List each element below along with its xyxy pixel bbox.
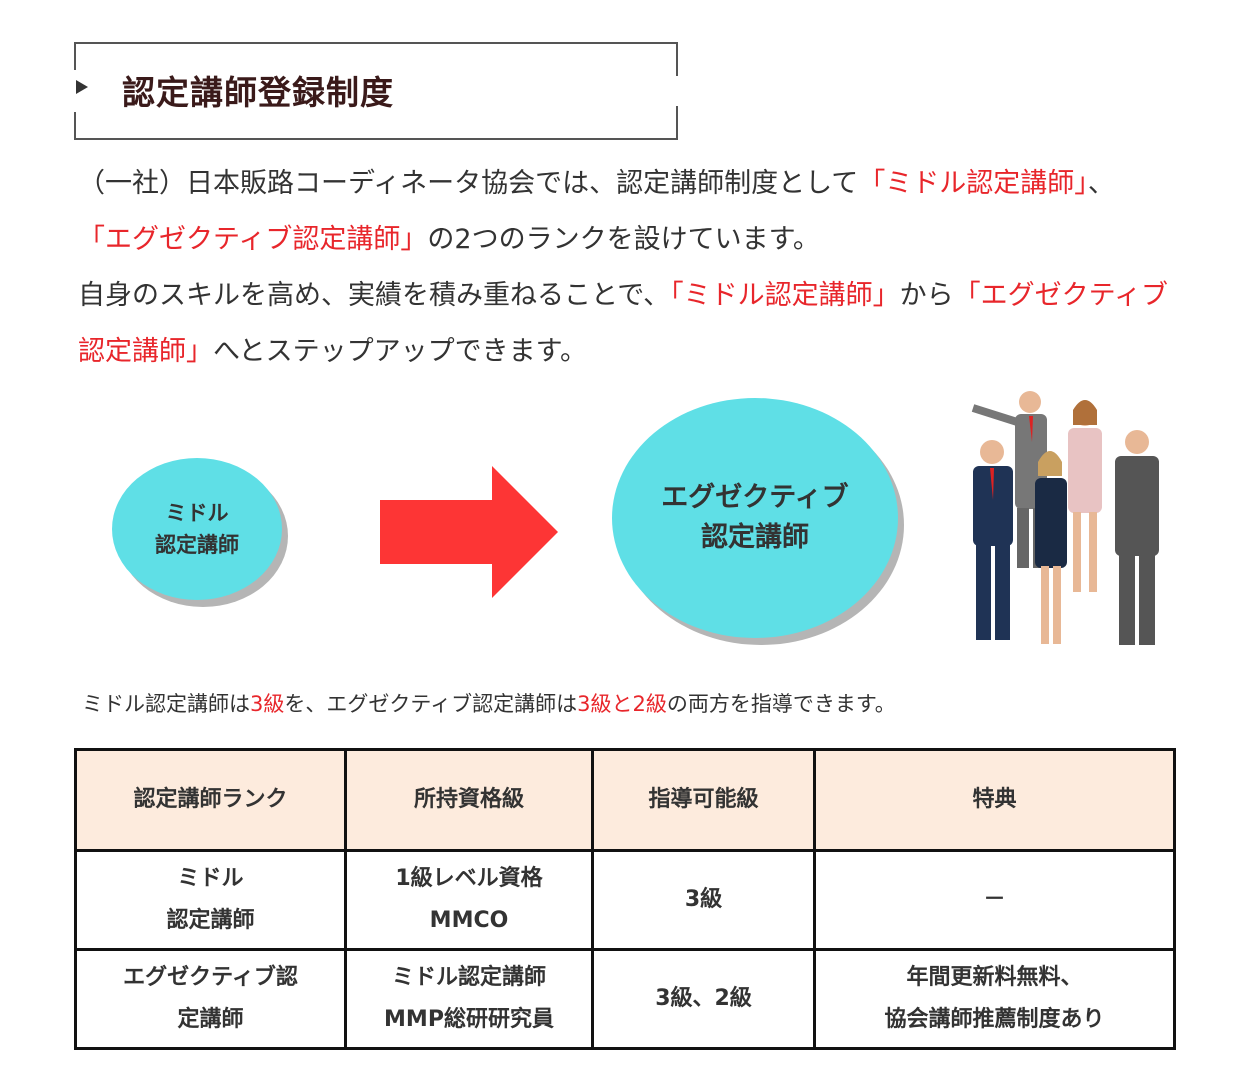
executive-instructor-circle: エグゼクティブ認定講師 [612,398,898,638]
triangle-bullet-icon [76,80,88,94]
step-up-arrow-icon [380,466,558,598]
intro-paragraph: （一社）日本販路コーディネータ協会では、認定講師制度として「ミドル認定講師」、 … [78,168,1168,367]
table-cell: ミドル認定講師 [74,849,347,951]
column-header: 所持資格級 [344,748,594,852]
teaching-scope-note: ミドル認定講師は3級を、エグゼクティブ認定講師は3級と2級の両方を指導できます。 [82,692,896,716]
page-title: 認定講師登録制度 [122,73,394,112]
table-header-row: 認定講師ランク 所持資格級 指導可能級 特典 [74,748,1176,852]
table-cell: 3級 [591,849,816,951]
table-cell: エグゼクティブ認定講師 [74,948,347,1050]
section-heading-box: 認定講師登録制度 [74,42,678,140]
table-cell: － [813,849,1176,951]
business-people-illustration [971,391,1159,645]
middle-instructor-circle: ミドル認定講師 [112,458,282,600]
table-cell: 3級、2級 [591,948,816,1050]
column-header: 指導可能級 [591,748,816,852]
table-cell: 年間更新料無料、協会講師推薦制度あり [813,948,1176,1050]
column-header: 認定講師ランク [74,748,347,852]
column-header: 特典 [813,748,1176,852]
